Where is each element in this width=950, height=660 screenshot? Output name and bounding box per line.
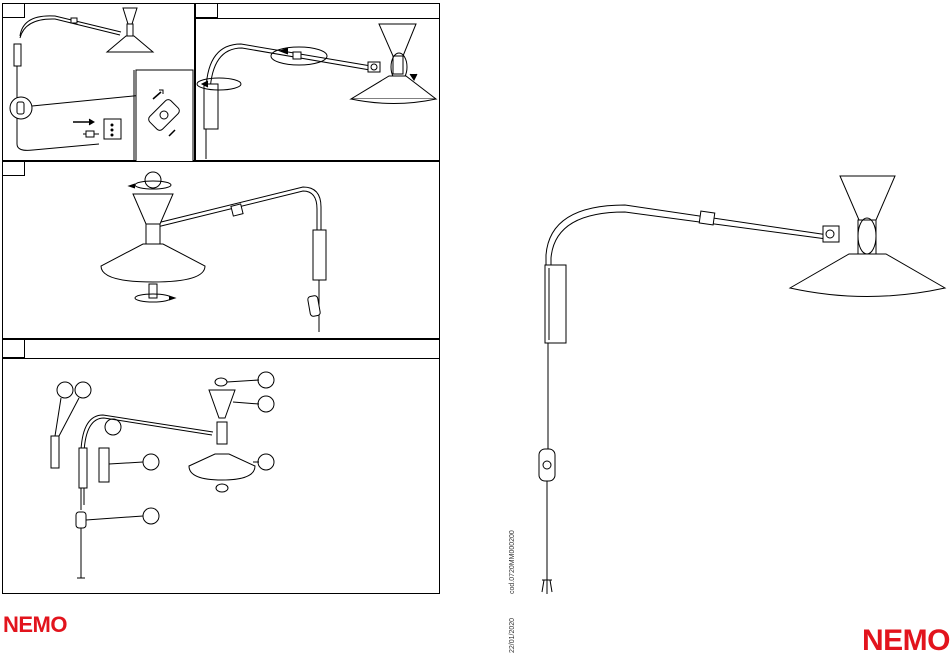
brand-logo-right: NEMO <box>862 624 950 658</box>
document-date: 22/01/2020 <box>509 618 516 653</box>
document-code: cod.0720MM000200 <box>509 530 516 594</box>
